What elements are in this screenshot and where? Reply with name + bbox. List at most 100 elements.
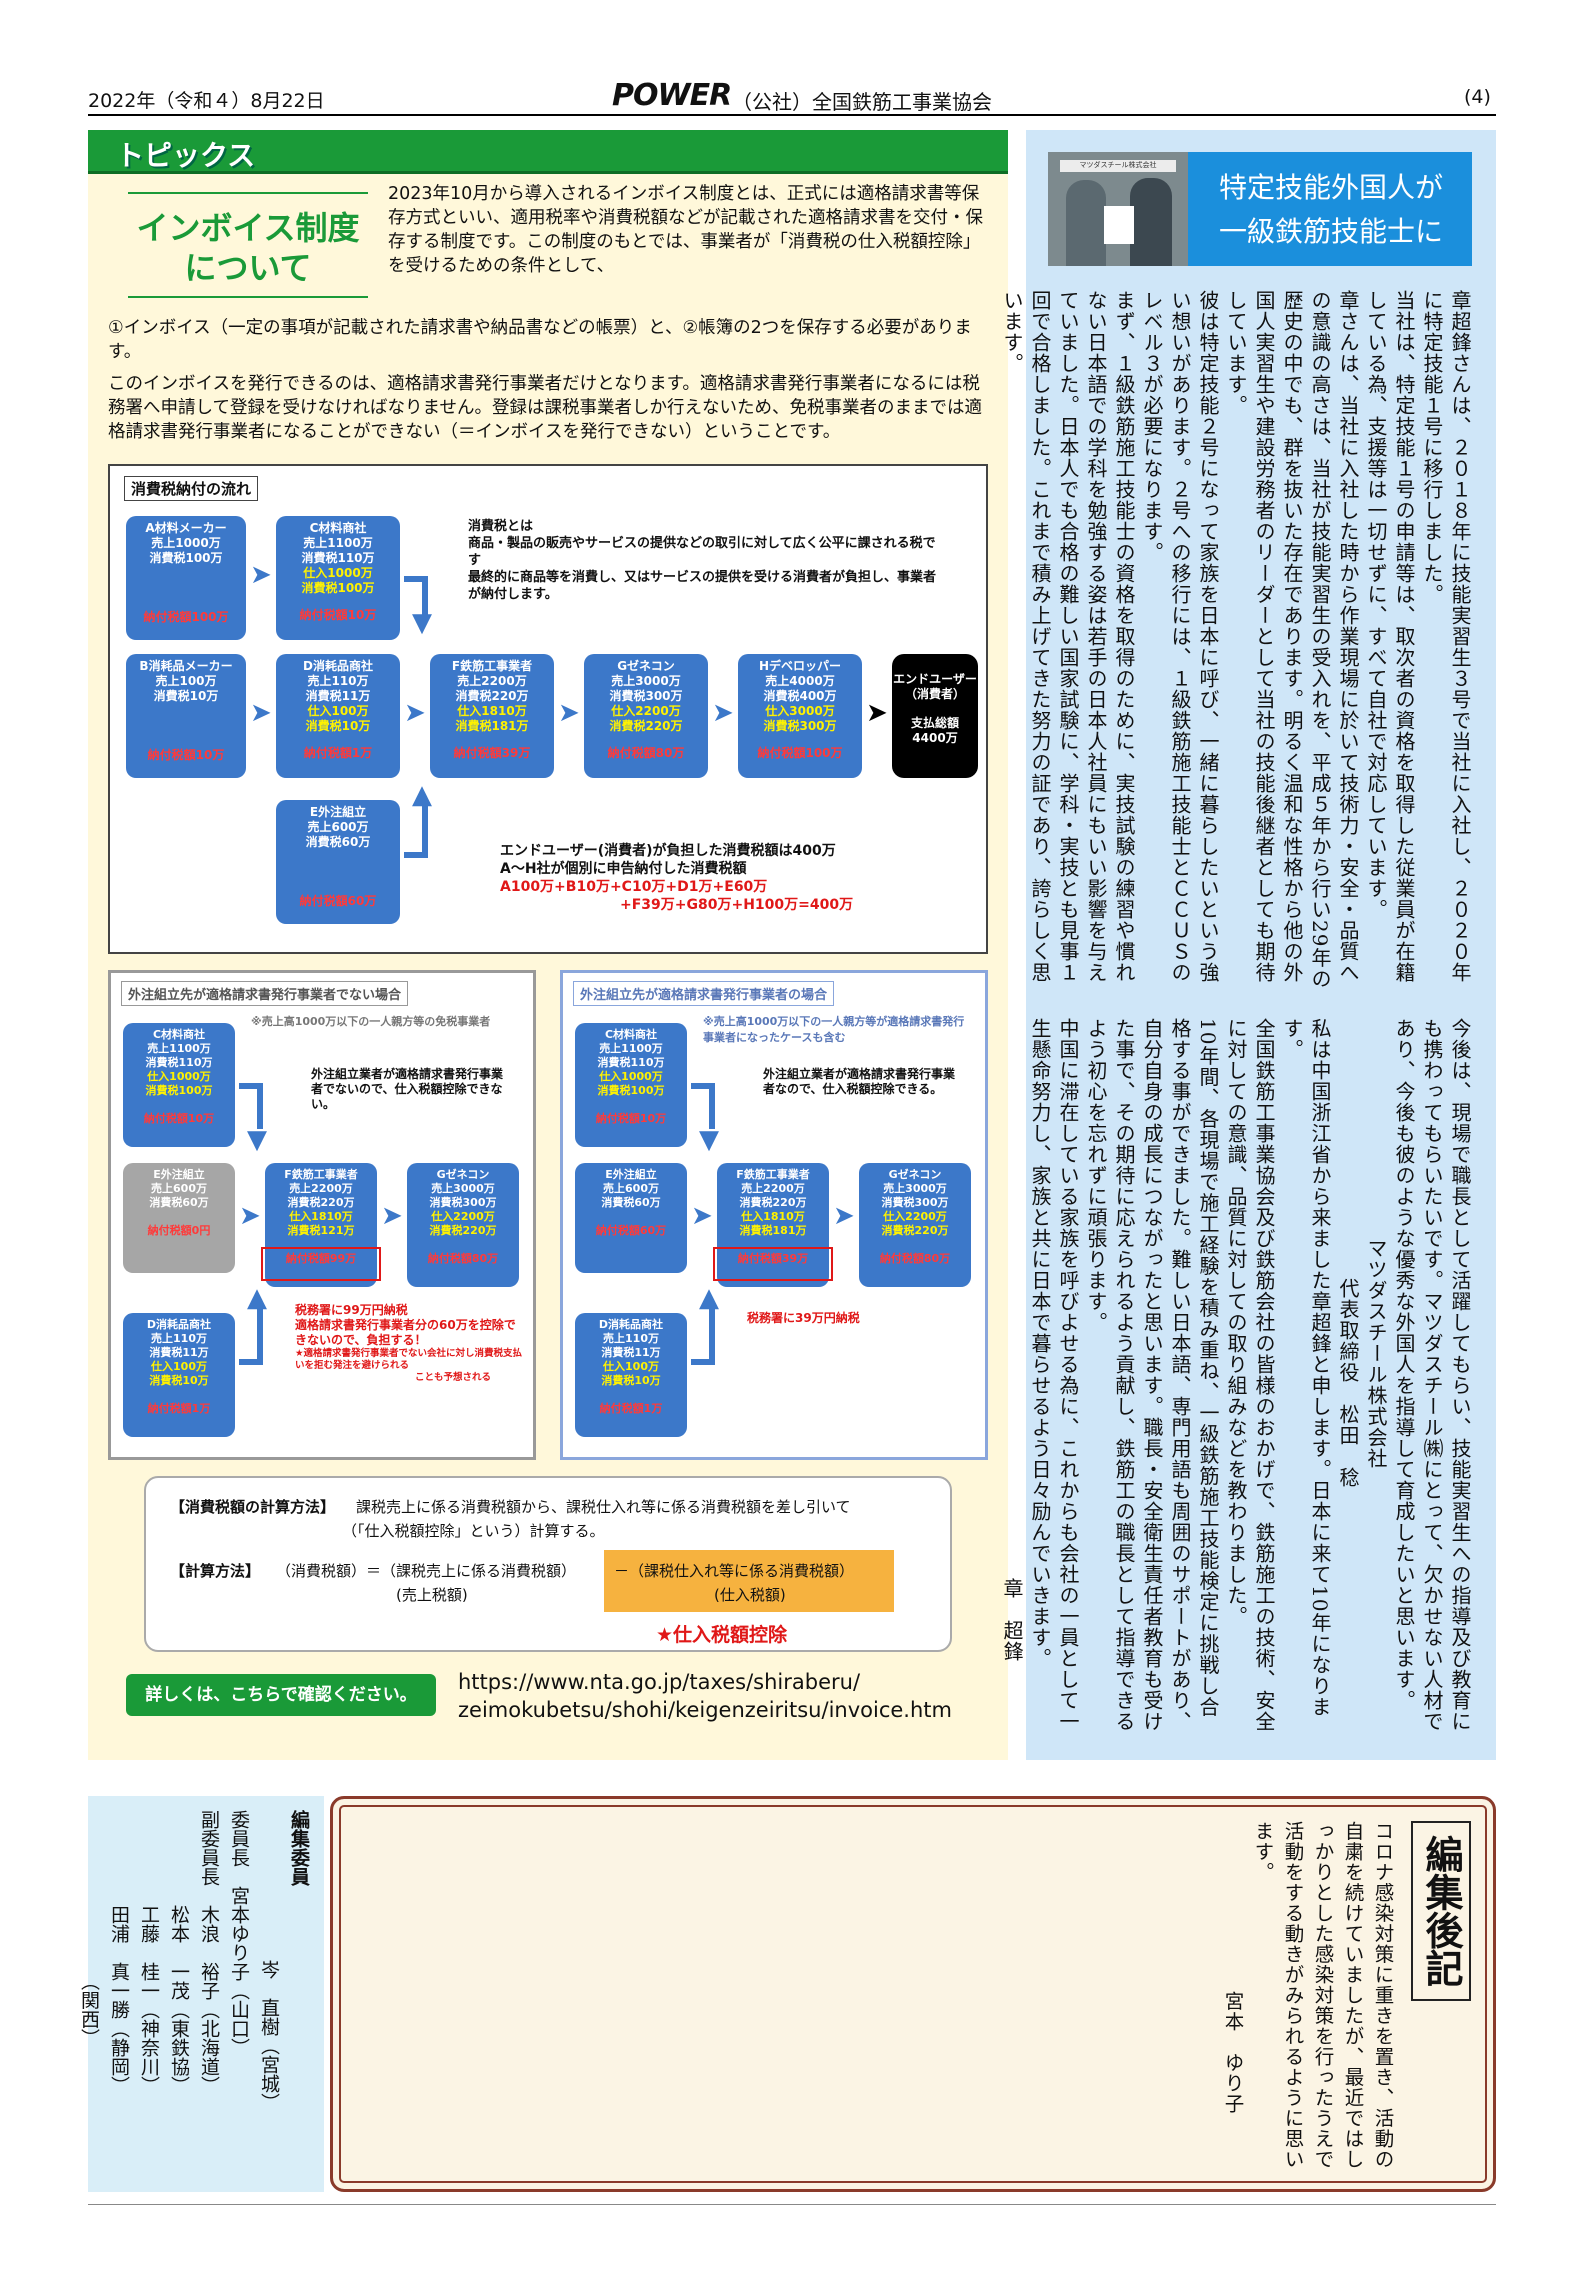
committee-row-6: （関西） bbox=[78, 1810, 100, 2048]
left-box-d: D消耗品商社売上110万消費税11万仕入100万消費税10万納付税額1万 bbox=[123, 1313, 235, 1437]
page-number: (4) bbox=[1464, 86, 1491, 108]
person-right bbox=[1130, 178, 1172, 266]
afterword-body: コロナ感染対策に重きを置き、活動の自粛を続けていましたが、最近ではしっかりとした… bbox=[1217, 1821, 1397, 2171]
intro-text: 2023年10月から導入されるインボイス制度とは、正式には適格請求書等保存方式と… bbox=[388, 184, 983, 276]
box-a: A材料メーカー売上1000万消費税100万納付税額100万 bbox=[126, 516, 246, 640]
left-box-e: E外注組立売上600万消費税60万納付税額0円 bbox=[123, 1163, 235, 1273]
president-sign: 代表取締役 松田 稔 bbox=[1336, 1278, 1360, 1488]
title-rule-bottom bbox=[128, 296, 368, 298]
right-warning: 税務署に39万円納税 bbox=[747, 1311, 860, 1325]
right-arrow-f-g: ➤ bbox=[833, 1201, 855, 1231]
footer-rule bbox=[88, 2204, 1496, 2205]
arrow-b-d: ➤ bbox=[250, 698, 272, 728]
arrow-c-f-h bbox=[404, 576, 426, 582]
arrow-e-f-v bbox=[422, 800, 428, 858]
committee-row-5: 田浦 真一勝（静岡） bbox=[108, 1810, 130, 2095]
worker-voice-3: 10年間、各現場で施工経験を積み重ね、一級鉄筋施工技能検定に挑戦し合格する事がで… bbox=[1084, 1018, 1220, 1732]
committee-title: 編集委員 bbox=[288, 1810, 310, 1886]
calc-sales-tax: (売上税額) bbox=[396, 1586, 468, 1604]
arrow-d-f: ➤ bbox=[404, 698, 426, 728]
calc-desc1: 課税売上に係る消費税額から、課税仕入れ等に係る消費税額を差し引いて bbox=[356, 1498, 851, 1516]
right-arrow-c-f-h bbox=[691, 1083, 713, 1089]
org-name: （公社）全国鉄筋工事業協会 bbox=[732, 90, 992, 114]
committee-row-0: 岑 直樹（宮城） bbox=[258, 1960, 280, 2112]
left-panel-note: ※売上高1000万以下の一人親方等の免税事業者 bbox=[251, 1015, 491, 1028]
left-arrow-c-f-h bbox=[239, 1083, 261, 1089]
box-b: B消耗品メーカー売上100万消費税10万納付税額10万 bbox=[126, 654, 246, 778]
left-panel-tag: 外注組立先が適格請求書発行事業者でない場合 bbox=[121, 981, 409, 1006]
right-arrow-c-f-v bbox=[709, 1083, 715, 1129]
calc-star: ★仕入税額控除 bbox=[656, 1624, 788, 1646]
worker-voice-2: 全国鉄筋工事業協会及び鉄筋会社の皆様のおかげで、鉄筋施工の技術、安全に対しての意… bbox=[1224, 1018, 1276, 1732]
left-arrow-c-f-head: ▼ bbox=[247, 1125, 267, 1155]
committee-box: 編集委員 岑 直樹（宮城） 委員長 宮本ゆり子（山口） 副委員長 木浪 裕子（北… bbox=[78, 1796, 324, 2192]
calc-box: 【消費税額の計算方法】 課税売上に係る消費税額から、課税仕入れ等に係る消費税額を… bbox=[144, 1476, 952, 1652]
left-box-f: F鉄筋工事業者売上2200万消費税220万仕入1810万消費税121万納付税額9… bbox=[265, 1163, 377, 1287]
left-arrow-f-g: ➤ bbox=[381, 1201, 403, 1231]
afterword-title: 編集後記 bbox=[1411, 1821, 1471, 2001]
right-panel-msg: 外注組立業者が適格請求書発行事業者なので、仕入税額控除できる。 bbox=[763, 1067, 956, 1096]
arrow-h-end: ➤ bbox=[866, 698, 888, 728]
left-arrow-d-f-v bbox=[257, 1303, 263, 1365]
box-g: Gゼネコン売上3000万消費税300万仕入2200万消費税220万納付税額80万 bbox=[584, 654, 708, 778]
more-info-button[interactable]: 詳しくは、こちらで確認ください。 bbox=[126, 1674, 436, 1716]
left-panel-msg: 外注組立業者が適格請求書発行事業者でないので、仕入税額控除できない。 bbox=[311, 1067, 504, 1111]
flow-label: 消費税納付の流れ bbox=[124, 476, 259, 501]
worker-title-line1: 特定技能外国人が bbox=[1218, 171, 1443, 204]
worker-para-5: まず、１級鉄筋施工技能士の資格を取得のために、実技試験の練習や慣れない日本語での… bbox=[1000, 290, 1136, 983]
panel-non-registered: 外注組立先が適格請求書発行事業者でない場合 ※売上高1000万以下の一人親方等の… bbox=[108, 970, 536, 1460]
p3-text: このインボイスを発行できるのは、適格請求書発行事業者だけとなります。適格請求書発… bbox=[108, 374, 982, 442]
worker-sign: 章 超鋒 bbox=[1000, 1578, 1024, 1662]
flow-diagram: 消費税納付の流れ A材料メーカー売上1000万消費税100万納付税額100万 ➤… bbox=[108, 464, 988, 954]
worker-body-1: 章超鋒さんは、２０１８年に技能実習生３号で当社に入社し、２０２０年に特定技能１号… bbox=[998, 290, 1474, 1000]
box-f: F鉄筋工事業者売上2200万消費税220万仕入1810万消費税181万納付税額3… bbox=[430, 654, 554, 778]
calc-heading: 【消費税額の計算方法】 bbox=[170, 1498, 336, 1516]
calc-formula-left: （消費税額）＝（課税売上に係る消費税額） bbox=[276, 1562, 577, 1580]
right-panel-tag: 外注組立先が適格請求書発行事業者の場合 bbox=[573, 981, 835, 1006]
calc-method-label: 【計算方法】 bbox=[170, 1562, 261, 1580]
right-box-c: C材料商社売上1100万消費税110万仕入1000万消費税100万納付税額10万 bbox=[575, 1023, 687, 1147]
arrow-e-f-head: ▲ bbox=[412, 780, 432, 810]
calc-highlight: －（課税仕入れ等に係る消費税額） (仕入税額) bbox=[604, 1550, 894, 1612]
box-d: D消耗品商社売上110万消費税11万仕入100万消費税10万納付税額1万 bbox=[276, 654, 400, 778]
worker-article: マツダスチール株式会社 特定技能外国人が 一級鉄筋技能士に 章超鋒さんは、２０１… bbox=[1000, 130, 1496, 1760]
more-info-url[interactable]: https://www.nta.go.jp/taxes/shiraberu/ z… bbox=[458, 1668, 952, 1724]
person-left bbox=[1066, 180, 1106, 266]
afterword-sign: 宮本 ゆり子 bbox=[1221, 1991, 1244, 2114]
worker-title: 特定技能外国人が 一級鉄筋技能士に bbox=[1190, 166, 1472, 254]
certificate bbox=[1104, 206, 1134, 244]
right-box-e: E外注組立売上600万消費税60万納付税額60万 bbox=[575, 1163, 687, 1273]
left-highlight-f bbox=[261, 1247, 381, 1281]
right-arrow-d-f-head: ▲ bbox=[699, 1283, 719, 1313]
box-e: E外注組立売上600万消費税60万納付税額60万 bbox=[276, 800, 400, 924]
committee-row-1: 委員長 宮本ゆり子（山口） bbox=[228, 1810, 250, 2057]
url-line1[interactable]: https://www.nta.go.jp/taxes/shiraberu/ bbox=[458, 1670, 861, 1694]
arrow-g-h: ➤ bbox=[712, 698, 734, 728]
worker-title-line2: 一級鉄筋技能士に bbox=[1218, 215, 1443, 248]
tax-definition: 消費税とは商品・製品の販売やサービスの提供などの取引に対して広く公平に課される税… bbox=[468, 519, 937, 602]
afterword-box: 編集後記 コロナ感染対策に重きを置き、活動の自粛を続けていましたが、最近ではしっ… bbox=[330, 1796, 1496, 2192]
topics-panel: トピックス インボイス制度 について 2023年10月から導入されるインボイス制… bbox=[88, 130, 1008, 1760]
left-arrow-e-f: ➤ bbox=[239, 1201, 261, 1231]
topics-label: トピックス bbox=[116, 139, 256, 172]
right-arrow-c-f-head: ▼ bbox=[699, 1125, 719, 1155]
arrow-a-c: ➤ bbox=[250, 560, 272, 590]
worker-para-4: 彼は特定技能２号になって家族を日本に呼び、一緒に暮らしたいという強い想いがありま… bbox=[1140, 290, 1220, 983]
right-arrow-d-f-h bbox=[691, 1359, 713, 1365]
right-arrow-e-f: ➤ bbox=[691, 1201, 713, 1231]
afterword-text: コロナ感染対策に重きを置き、活動の自粛を続けていましたが、最近ではしっかりとした… bbox=[1251, 1821, 1394, 2170]
worker-voice-4: 中国に滞在している家族を呼びよせる為に、これからも会社の一員として一生懸命努力し… bbox=[1028, 1018, 1080, 1732]
arrow-c-f-head: ▼ bbox=[412, 608, 432, 638]
left-warning: 税務署に99万円納税適格請求書発行事業者分の60万を控除できないので、負担する！… bbox=[295, 1303, 523, 1383]
worker-para-6: 今後は、現場で職長として活躍してもらい、技能実習生への指導及び教育にも携わっても… bbox=[1392, 1018, 1472, 1732]
title-rule-top bbox=[128, 192, 368, 194]
committee-row-4: 工藤 桂一（神奈川） bbox=[138, 1810, 160, 2095]
arrow-f-g: ➤ bbox=[558, 698, 580, 728]
panel-registered: 外注組立先が適格請求書発行事業者の場合 ※売上高1000万以下の一人親方等が適格… bbox=[560, 970, 988, 1460]
url-line2[interactable]: zeimokubetsu/shohi/keigenzeiritsu/invoic… bbox=[458, 1698, 952, 1722]
photo-sign: マツダスチール株式会社 bbox=[1060, 160, 1176, 172]
box-h: Hデベロッパー売上4000万消費税400万仕入3000万消費税300万納付税額1… bbox=[738, 654, 862, 778]
arrow-e-f-h bbox=[404, 852, 428, 858]
